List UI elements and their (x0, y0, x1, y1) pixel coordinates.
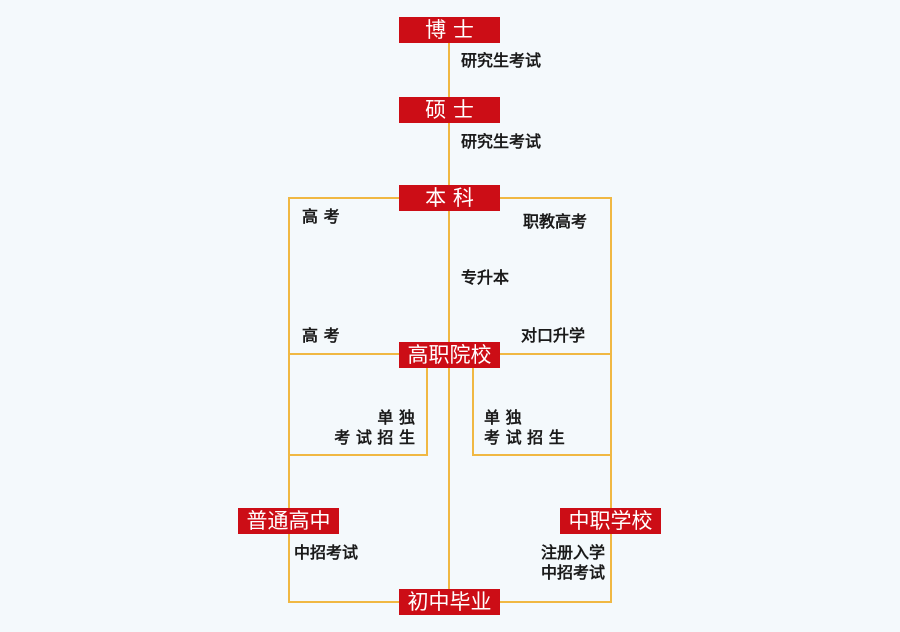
label-yanjiusheng-1: 研究生考试 (461, 51, 542, 70)
label-dandu-left: 单 独 考 试 招 生 (330, 408, 415, 448)
right-inner-bracket (472, 354, 611, 456)
node-shuoshi: 硕 士 (399, 97, 500, 123)
label-dandu-right-line2: 考 试 招 生 (484, 428, 565, 447)
label-zhongzhao-left: 中招考试 (294, 543, 359, 562)
label-zhijiao-gaokao: 职教高考 (523, 212, 588, 231)
node-benke: 本 科 (399, 185, 500, 211)
label-duikou: 对口升学 (521, 326, 586, 345)
label-zhuanshengben: 专升本 (461, 268, 510, 287)
label-gaokao-bottom: 高 考 (302, 326, 340, 345)
label-gaokao-top: 高 考 (302, 207, 340, 226)
label-dandu-left-line1: 单 独 (377, 408, 415, 427)
label-yanjiusheng-2: 研究生考试 (461, 132, 542, 151)
node-zhongzhi: 中职学校 (560, 508, 661, 534)
label-zhuce: 注册入学 中招考试 (520, 543, 605, 583)
label-dandu-right-line1: 单 独 (484, 408, 522, 427)
node-gaozhi: 高职院校 (399, 342, 500, 368)
node-chuzhong: 初中毕业 (399, 589, 500, 615)
label-dandu-left-line2: 考 试 招 生 (334, 428, 415, 447)
label-zhuce-line2: 中招考试 (540, 563, 605, 582)
node-boshi: 博 士 (399, 17, 500, 43)
left-inner-bracket (289, 354, 428, 456)
label-zhuce-line1: 注册入学 (540, 543, 605, 562)
node-putong-gaozhong: 普通高中 (238, 508, 339, 534)
label-dandu-right: 单 独 考 试 招 生 (484, 408, 565, 448)
